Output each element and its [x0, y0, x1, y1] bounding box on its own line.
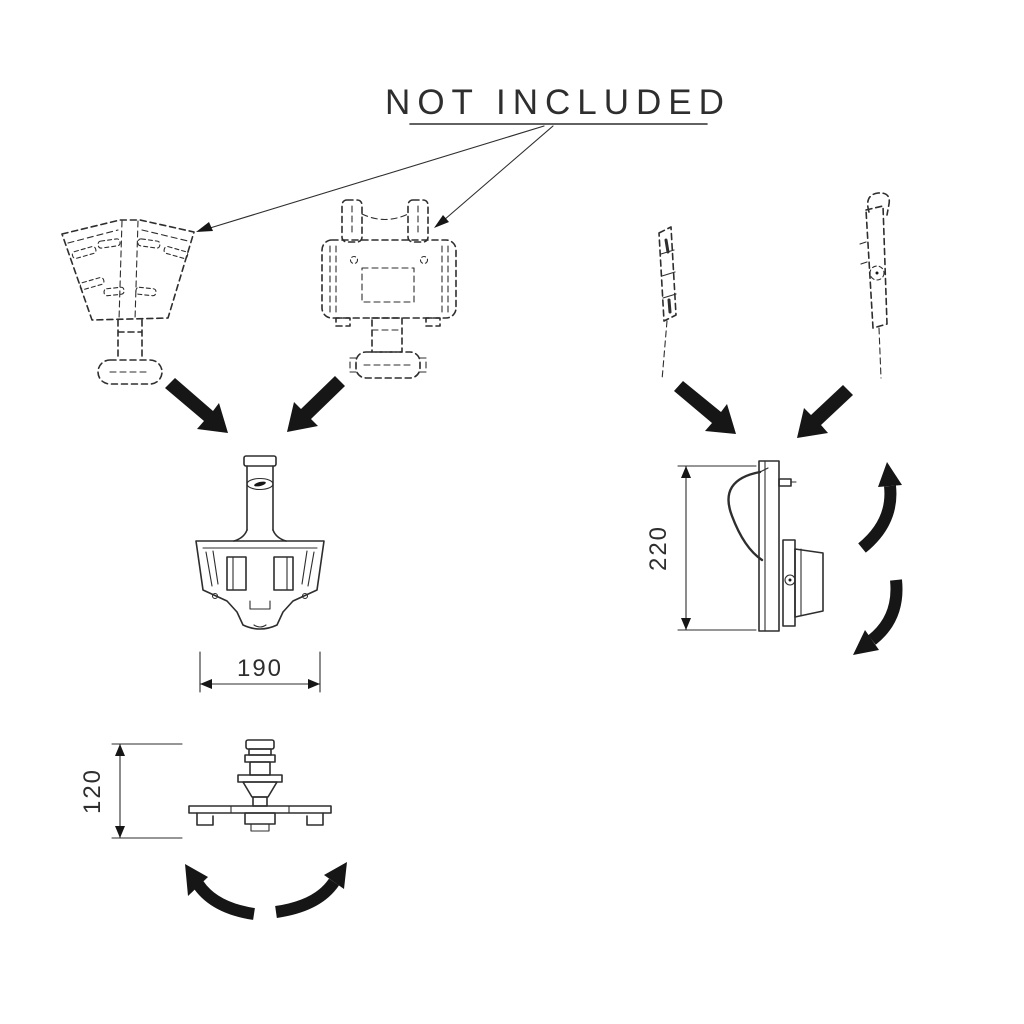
wall-bracket-side-drawing [727, 460, 824, 632]
leader-arrow-icon [196, 222, 213, 232]
leader-line-right [443, 125, 554, 221]
rotation-arrow-icon [858, 485, 897, 553]
retention-hook-wire [727, 470, 764, 562]
assembly-arrow-icon [287, 376, 345, 432]
height-dimension: 220 [645, 465, 757, 631]
width-dimension-label: 190 [237, 655, 283, 682]
dimension-arrow-icon [115, 744, 125, 756]
rotation-arrow-icon [193, 880, 255, 920]
rotation-arrowhead-icon [324, 862, 347, 889]
not-included-label: NOT INCLUDED [385, 83, 731, 122]
hook-plate-profile-dashed-drawing [859, 192, 891, 379]
width-dimension: 190 [199, 651, 321, 693]
dimension-arrow-icon [681, 466, 691, 478]
rotation-arrow-icon [868, 579, 903, 645]
assembly-arrow-icon [797, 385, 853, 438]
swivel-rotation-arrows [185, 862, 347, 920]
dimension-arrow-icon [115, 826, 125, 838]
rotation-arrow-icon [275, 878, 339, 918]
brand-logo-icon [254, 481, 266, 487]
assembly-arrow-icon [674, 381, 736, 434]
rotation-arrowhead-icon [878, 462, 902, 487]
depth-dimension: 120 [79, 743, 183, 839]
mount-head-side-drawing [188, 739, 332, 832]
rotation-arrowhead-icon [853, 630, 879, 655]
tilt-rotation-arrows [853, 462, 903, 655]
clamp-bracket-dashed-drawing [321, 199, 457, 379]
dimension-arrow-icon [200, 679, 212, 689]
assembly-arrow-icon [165, 378, 228, 433]
vesa-bracket-dashed-drawing [61, 219, 195, 385]
not-included-callout: NOT INCLUDED [196, 83, 731, 232]
dimension-arrow-icon [681, 618, 691, 630]
rotation-arrowhead-icon [185, 864, 208, 896]
depth-dimension-label: 120 [79, 768, 106, 814]
mount-head-front-drawing [195, 455, 325, 630]
bracket-profile-dashed-drawing [658, 226, 677, 381]
leader-arrow-icon [434, 215, 449, 228]
leader-line-left [209, 125, 545, 229]
height-dimension-label: 220 [645, 525, 672, 571]
dimension-arrow-icon [308, 679, 320, 689]
